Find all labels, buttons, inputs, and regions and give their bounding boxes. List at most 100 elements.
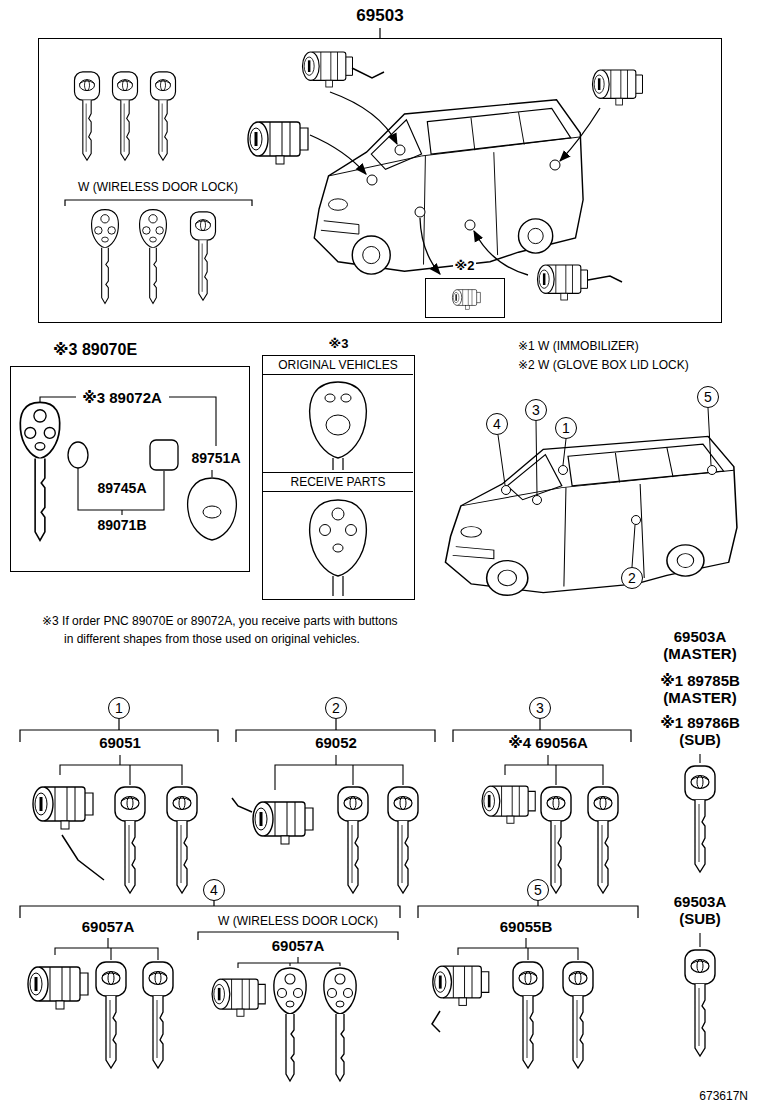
- top-panel-art: [420, 218, 440, 274]
- key-set-art: [685, 766, 715, 872]
- top-panel-art: [588, 276, 622, 282]
- callout-circle: 1: [108, 697, 130, 719]
- remote-kit-art: [326, 415, 350, 435]
- key-set-art: [541, 787, 571, 893]
- callout-number: 2: [332, 701, 340, 715]
- key-set-art: [699, 754, 700, 763]
- part-number: ※3 89072A: [82, 389, 162, 406]
- callout-circle: 5: [697, 386, 719, 408]
- remote-kit-art: [341, 394, 351, 402]
- group-heading: ※3: [327, 337, 351, 351]
- location-car-art: [559, 466, 568, 475]
- location-car-art: [533, 496, 542, 505]
- callout-number: 1: [562, 421, 570, 435]
- key-set-art: [388, 787, 418, 893]
- callout-number: 3: [536, 701, 544, 715]
- callout-circle: 2: [325, 697, 347, 719]
- part-number: 69503A (SUB): [660, 893, 740, 928]
- key-set-art: [513, 962, 543, 1068]
- cell-heading: RECEIVE PARTS: [263, 473, 413, 492]
- part-number: 69051: [99, 734, 141, 751]
- part-number: 89745A: [97, 480, 146, 496]
- location-car-art: [708, 466, 717, 475]
- key-set-art: [143, 962, 173, 1068]
- callout-number: 4: [493, 417, 501, 431]
- remote-kit-art: [325, 394, 335, 402]
- top-panel-art: [151, 72, 176, 160]
- part-number: 69055B: [500, 918, 553, 935]
- part-number: 89751A: [191, 450, 240, 466]
- table-cell: ORIGINAL VEHICLES: [263, 356, 413, 472]
- key-set-art: [505, 755, 603, 785]
- location-car-art: [445, 408, 736, 595]
- label-text: W (WIRELESS DOOR LOCK): [78, 181, 238, 195]
- key-set-art: [55, 938, 158, 960]
- top-panel-art: [367, 175, 377, 185]
- key-set-art: [167, 787, 197, 893]
- remote-kit-art: [40, 397, 76, 402]
- part-number: 69052: [315, 734, 357, 751]
- key-set-art: [62, 835, 104, 880]
- remote-kit-art: [211, 470, 212, 477]
- part-number: 69503A (MASTER): [652, 628, 748, 663]
- callout-number: 5: [534, 883, 542, 897]
- key-set-art: [432, 1011, 440, 1032]
- location-car-art: [498, 408, 711, 567]
- remote-kit-art: [320, 525, 331, 536]
- remote-kit-art: [333, 458, 343, 470]
- key-set-art: [563, 962, 593, 1068]
- callout-circle: 2: [621, 567, 643, 589]
- top-panel-art: [538, 265, 588, 300]
- label-text: W (WIRELESS DOOR LOCK): [218, 915, 378, 929]
- location-car-art: [445, 436, 736, 595]
- location-car-art: [502, 486, 511, 495]
- callout-circle: 5: [527, 879, 549, 901]
- part-number: 69057A: [272, 937, 325, 954]
- callout-number: 2: [628, 571, 636, 585]
- top-panel-art: [248, 122, 308, 164]
- key-set-art: [238, 957, 340, 968]
- remote-kit-art: [68, 442, 88, 468]
- key-set-art: [60, 755, 182, 785]
- key-set-art: [324, 968, 356, 1081]
- top-panel-art: [415, 207, 425, 217]
- callout-circle: 1: [555, 417, 577, 439]
- top-panel-art: [65, 200, 252, 206]
- callout-number: 4: [210, 883, 218, 897]
- label-text: ※2 W (GLOVE BOX LID LOCK): [518, 359, 689, 373]
- key-set-art: [33, 787, 93, 829]
- key-set-art: [699, 933, 700, 947]
- remote-kit-art: [188, 478, 237, 540]
- callout-number: 5: [704, 390, 712, 404]
- remote-kit-art: [78, 468, 164, 515]
- top-panel-art: [593, 70, 643, 105]
- group-heading: ※2: [453, 259, 477, 273]
- group-heading: ※3 89070E: [51, 341, 139, 359]
- remote-kit-art: [20, 402, 59, 540]
- remote-kit-art: [332, 508, 344, 520]
- top-panel-art: [314, 100, 583, 274]
- group-heading: 69503: [354, 7, 405, 26]
- top-panel-art: [310, 135, 366, 174]
- callout-circle: 4: [486, 413, 508, 435]
- key-set-art: [275, 755, 403, 790]
- part-number: ※1 89786B (SUB): [648, 714, 752, 749]
- key-set-art: [418, 901, 638, 918]
- key-set-art: [338, 787, 368, 893]
- key-set-art: [96, 962, 126, 1068]
- key-set-art: [232, 798, 252, 812]
- label-text: 673617N: [699, 1090, 748, 1104]
- remote-kit-art: [169, 397, 216, 446]
- key-set-art: [458, 938, 578, 960]
- part-number: 89071B: [97, 517, 146, 533]
- top-panel-art: [379, 28, 380, 38]
- top-panel-art: [191, 212, 216, 300]
- note-text: ※3 If order PNC 89070E or 89072A, you re…: [42, 612, 402, 648]
- group-box: ※3ORIGINAL VEHICLESRECEIVE PARTS: [262, 355, 415, 600]
- key-set-art: [482, 786, 535, 823]
- top-panel-art: [465, 220, 475, 230]
- callout-number: 1: [115, 701, 123, 715]
- top-panel-art: [395, 145, 405, 155]
